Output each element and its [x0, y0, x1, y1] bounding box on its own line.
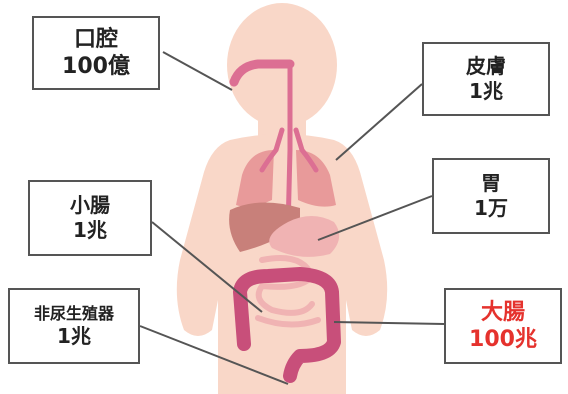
leader-line-large-intestine — [333, 321, 445, 325]
label-urogenital-count: 1兆 — [57, 323, 91, 348]
label-mouth: 口腔 100億 — [32, 16, 160, 90]
torso-shape — [176, 134, 388, 394]
leader-line-stomach — [317, 195, 433, 241]
label-mouth-count: 100億 — [62, 54, 130, 79]
liver — [229, 202, 300, 252]
leader-line-urogenital — [139, 325, 289, 385]
label-skin-name: 皮膚 — [466, 54, 506, 78]
label-small-intestine-count: 1兆 — [73, 218, 107, 242]
mouth-shape — [229, 59, 295, 87]
label-stomach: 胃 1万 — [432, 158, 550, 234]
label-small-intestine: 小腸 1兆 — [28, 180, 152, 256]
bronchi — [259, 127, 319, 173]
esophagus — [285, 61, 293, 233]
label-skin: 皮膚 1兆 — [422, 42, 550, 116]
leader-line-skin — [335, 83, 423, 161]
label-mouth-name: 口腔 — [73, 26, 118, 52]
label-stomach-name: 胃 — [481, 171, 501, 195]
leader-line-small-intestine — [151, 221, 263, 313]
right-lung — [296, 150, 336, 207]
label-skin-count: 1兆 — [469, 79, 503, 103]
large-intestine-shape — [233, 267, 341, 383]
label-large-intestine-name: 大腸 — [480, 299, 525, 325]
label-small-intestine-name: 小腸 — [70, 193, 110, 217]
label-urogenital-name: 非尿生殖器 — [33, 303, 114, 323]
label-large-intestine-count: 100兆 — [469, 327, 537, 352]
stomach — [269, 216, 340, 257]
label-large-intestine: 大腸 100兆 — [444, 288, 562, 364]
label-stomach-count: 1万 — [474, 196, 508, 220]
leader-line-mouth — [162, 51, 233, 91]
label-urogenital: 非尿生殖器 1兆 — [8, 288, 140, 364]
small-intestine-shape — [255, 255, 321, 328]
